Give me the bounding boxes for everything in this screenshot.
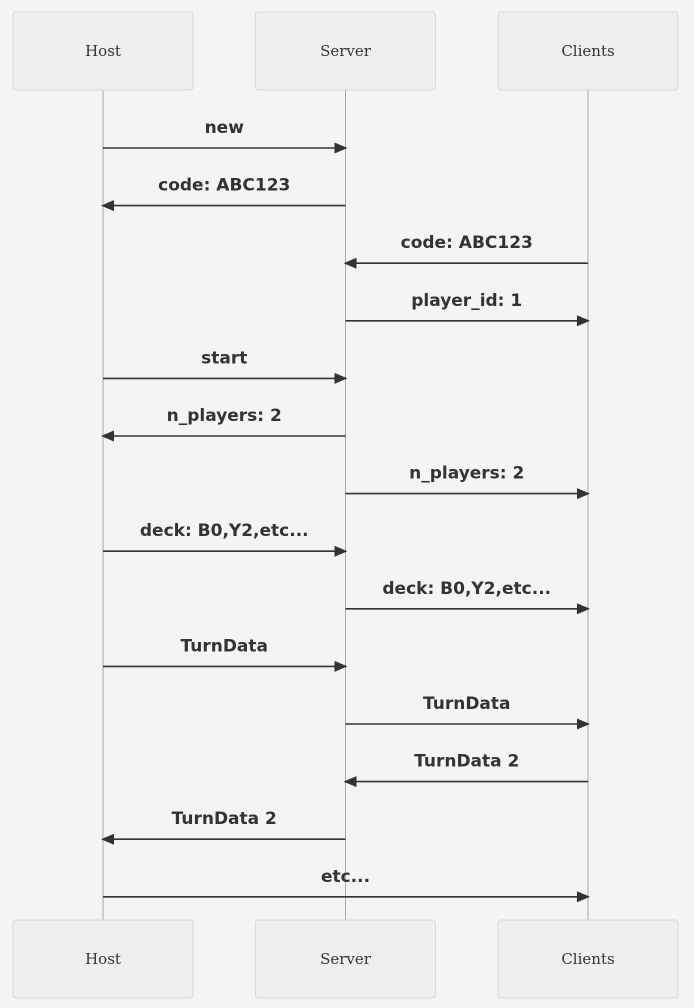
message-4: player_id: 1 [345, 291, 590, 327]
message-14: etc... [103, 867, 590, 903]
arrowhead-icon [343, 257, 357, 269]
message-10: TurnData [103, 636, 348, 672]
message-9: deck: B0,Y2,etc... [345, 579, 590, 615]
message-label: etc... [321, 867, 370, 887]
message-12: TurnData 2 [343, 752, 588, 788]
message-3: code: ABC123 [343, 233, 588, 269]
message-8: deck: B0,Y2,etc... [103, 521, 348, 557]
arrowhead-icon [334, 660, 348, 672]
arrowhead-icon [577, 603, 590, 615]
arrowhead-icon [577, 315, 590, 327]
actor-clients-top: Clients [497, 11, 679, 91]
actor-label: Host [85, 42, 121, 60]
actor-label: Server [320, 950, 372, 968]
arrowhead-icon [101, 430, 114, 442]
actor-box [497, 919, 679, 999]
arrowhead-icon [577, 891, 590, 903]
arrowhead-icon [101, 200, 114, 212]
arrowhead-icon [343, 776, 357, 788]
message-11: TurnData [345, 694, 590, 730]
message-label: deck: B0,Y2,etc... [140, 521, 309, 541]
arrowhead-icon [334, 545, 348, 557]
actor-box [12, 919, 194, 999]
arrowhead-icon [101, 833, 114, 845]
lifelines [102, 90, 589, 920]
message-label: TurnData [181, 636, 269, 656]
actors-top: Host Server Clients [12, 11, 679, 91]
actor-server-top: Server [255, 11, 436, 91]
actor-box [255, 919, 436, 999]
message-1: new [103, 118, 348, 154]
message-label: code: ABC123 [401, 233, 533, 253]
actor-label: Host [85, 950, 121, 968]
message-label: TurnData 2 [172, 809, 277, 829]
message-6: n_players: 2 [101, 406, 346, 442]
message-7: n_players: 2 [345, 464, 590, 500]
actor-box [12, 11, 194, 91]
message-label: TurnData 2 [414, 752, 519, 772]
message-label: new [205, 118, 245, 138]
actor-host-top: Host [12, 11, 194, 91]
actor-label: Clients [561, 950, 614, 968]
actor-box [497, 11, 679, 91]
message-label: deck: B0,Y2,etc... [382, 579, 551, 599]
actor-label: Server [320, 42, 372, 60]
message-label: TurnData [423, 694, 511, 714]
message-label: n_players: 2 [167, 406, 282, 426]
actor-server-bottom: Server [255, 919, 436, 999]
arrowhead-icon [334, 142, 348, 154]
message-5: start [103, 348, 348, 384]
arrowhead-icon [577, 718, 590, 730]
message-label: player_id: 1 [411, 291, 522, 311]
message-label: code: ABC123 [158, 176, 290, 196]
message-13: TurnData 2 [101, 809, 346, 845]
message-2: code: ABC123 [101, 176, 346, 212]
actor-box [255, 11, 436, 91]
actors-bottom: Host Server Clients [12, 919, 679, 999]
arrowhead-icon [334, 372, 348, 384]
actor-label: Clients [561, 42, 614, 60]
messages: new code: ABC123 code: ABC123 player_id: 1 s… [101, 118, 590, 903]
message-label: n_players: 2 [409, 464, 524, 484]
message-label: start [201, 348, 247, 368]
actor-clients-bottom: Clients [497, 919, 679, 999]
arrowhead-icon [577, 488, 590, 500]
actor-host-bottom: Host [12, 919, 194, 999]
